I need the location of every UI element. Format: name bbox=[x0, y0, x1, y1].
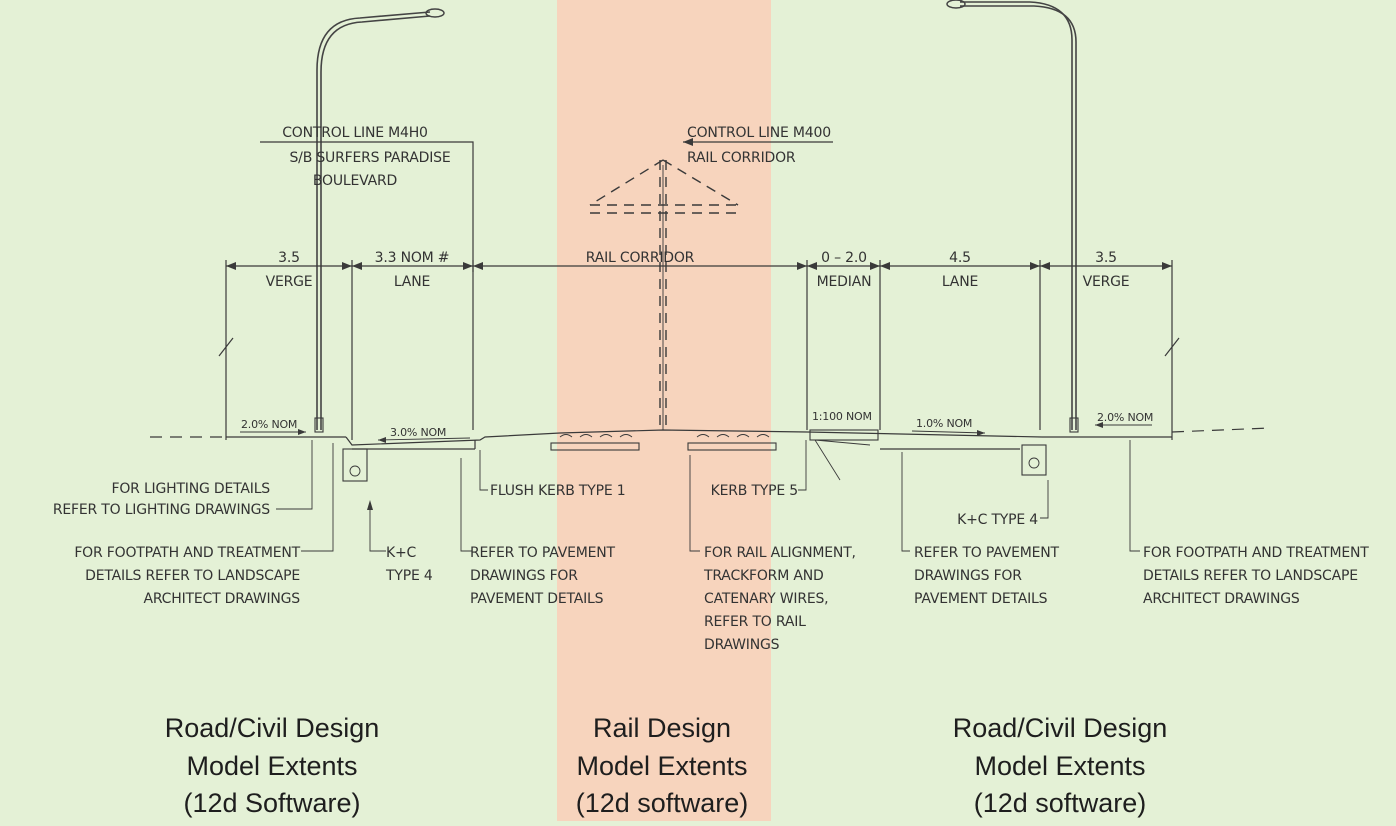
caption-right-1: Road/Civil Design bbox=[953, 713, 1168, 743]
note-rail-2: TRACKFORM AND bbox=[703, 568, 824, 584]
light-pole-right bbox=[946, 0, 1079, 433]
dim-verge-left-label: VERGE bbox=[266, 274, 313, 290]
note-rail-5: DRAWINGS bbox=[704, 637, 780, 653]
control-line-left-3: BOULEVARD bbox=[313, 173, 397, 189]
control-line-right-2: RAIL CORRIDOR bbox=[687, 150, 796, 166]
slope-median: 1:100 NOM bbox=[812, 410, 872, 423]
control-line-left-2: S/B SURFERS PARADISE bbox=[290, 150, 451, 166]
caption-center-1: Rail Design bbox=[593, 713, 731, 743]
caption-right-2: Model Extents bbox=[974, 751, 1145, 781]
road-zone-right bbox=[771, 0, 1396, 821]
note-flush-kerb: FLUSH KERB TYPE 1 bbox=[490, 483, 625, 499]
note-pavement-left-1: REFER TO PAVEMENT bbox=[470, 545, 616, 561]
dim-lane-right-value: 4.5 bbox=[949, 250, 971, 266]
rail-zone bbox=[557, 0, 771, 821]
dim-verge-left-value: 3.5 bbox=[278, 250, 300, 266]
dimension-line bbox=[218, 260, 1180, 440]
slope-verge-right: 2.0% NOM bbox=[1097, 411, 1153, 424]
note-footpath-right-3: ARCHITECT DRAWINGS bbox=[1143, 591, 1300, 607]
note-pavement-left-2: DRAWINGS FOR bbox=[470, 568, 578, 584]
dim-median-value: 0 – 2.0 bbox=[821, 250, 867, 266]
catenary-mast bbox=[589, 159, 739, 430]
note-lighting-2: REFER TO LIGHTING DRAWINGS bbox=[53, 502, 270, 518]
note-footpath-right-2: DETAILS REFER TO LANDSCAPE bbox=[1143, 568, 1358, 584]
note-pavement-right-1: REFER TO PAVEMENT bbox=[914, 545, 1060, 561]
dim-verge-right-value: 3.5 bbox=[1095, 250, 1117, 266]
note-footpath-left-3: ARCHITECT DRAWINGS bbox=[143, 591, 300, 607]
note-kc-right: K+C TYPE 4 bbox=[957, 512, 1038, 528]
note-pavement-left-3: PAVEMENT DETAILS bbox=[470, 591, 604, 607]
slope-verge-left: 2.0% NOM bbox=[241, 418, 297, 431]
note-kerb-type-5: KERB TYPE 5 bbox=[711, 483, 798, 499]
slope-lane-left: 3.0% NOM bbox=[390, 426, 446, 439]
caption-center-3: (12d software) bbox=[576, 788, 749, 818]
note-rail-4: REFER TO RAIL bbox=[704, 614, 806, 630]
note-leaders bbox=[276, 440, 1140, 552]
note-rail-1: FOR RAIL ALIGNMENT, bbox=[704, 545, 856, 561]
note-rail-3: CATENARY WIRES, bbox=[704, 591, 828, 607]
road-zone-left bbox=[0, 0, 557, 821]
slope-lane-right: 1.0% NOM bbox=[916, 417, 972, 430]
caption-right-3: (12d software) bbox=[974, 788, 1147, 818]
control-line-left-1: CONTROL LINE M4H0 bbox=[282, 125, 428, 141]
caption-center-2: Model Extents bbox=[576, 751, 747, 781]
dim-median-label: MEDIAN bbox=[817, 274, 872, 290]
dim-lane-right-label: LANE bbox=[942, 274, 978, 290]
road-surface bbox=[150, 427, 1271, 482]
control-line-right-1: CONTROL LINE M400 bbox=[687, 125, 831, 141]
dim-verge-right-label: VERGE bbox=[1083, 274, 1130, 290]
caption-left-2: Model Extents bbox=[186, 751, 357, 781]
dim-lane-left-value: 3.3 NOM # bbox=[375, 250, 450, 266]
note-footpath-right-1: FOR FOOTPATH AND TREATMENT bbox=[1143, 545, 1369, 561]
note-footpath-left-1: FOR FOOTPATH AND TREATMENT bbox=[74, 545, 300, 561]
light-pole-left bbox=[314, 8, 445, 433]
caption-left-3: (12d Software) bbox=[183, 788, 360, 818]
note-footpath-left-2: DETAILS REFER TO LANDSCAPE bbox=[85, 568, 300, 584]
dim-lane-left-label: LANE bbox=[394, 274, 430, 290]
note-kc-left-1: K+C bbox=[386, 545, 417, 561]
caption-left-1: Road/Civil Design bbox=[165, 713, 380, 743]
note-pavement-right-2: DRAWINGS FOR bbox=[914, 568, 1022, 584]
note-lighting-1: FOR LIGHTING DETAILS bbox=[112, 481, 271, 497]
dim-rail-corridor-label: RAIL CORRIDOR bbox=[586, 250, 695, 266]
note-pavement-right-3: PAVEMENT DETAILS bbox=[914, 591, 1048, 607]
note-kc-left-2: TYPE 4 bbox=[385, 568, 433, 584]
